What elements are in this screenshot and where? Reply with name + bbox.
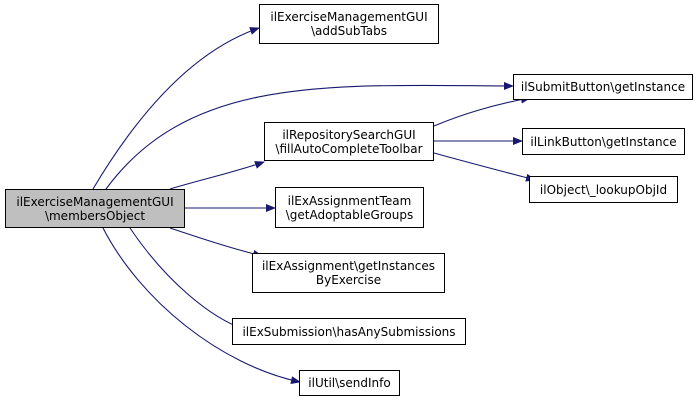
- node-add-sub-tabs-line2: \addSubTabs: [310, 24, 388, 38]
- edge-members-to-sendInfo: [102, 227, 301, 385]
- node-has-any-submissions[interactable]: ilExSubmission\hasAnySubmissions: [232, 318, 466, 345]
- node-add-sub-tabs-line1: ilExerciseManagementGUI: [270, 10, 428, 24]
- edge-members-to-getInstances: [169, 227, 263, 258]
- node-link-button-get-instance[interactable]: ilLinkButton\getInstance: [522, 128, 685, 155]
- node-send-info-line1: ilUtil\sendInfo: [308, 376, 391, 390]
- edge-members-to-submitButton: [105, 81, 514, 190]
- node-members-object-line1: ilExerciseManagementGUI: [16, 194, 174, 209]
- edge-repoSearch-to-submitButton: [433, 95, 531, 127]
- node-has-any-submissions-line1: ilExSubmission\hasAnySubmissions: [242, 324, 456, 339]
- edge-repoSearch-to-lookupObjId: [433, 152, 536, 182]
- edge-members-to-addSubTabs: [92, 27, 260, 190]
- node-get-instances-by-exercise-line1: ilExAssignment\getInstances: [261, 259, 436, 273]
- node-fill-auto-complete-toolbar-line2: \fillAutoCompleteToolbar: [275, 141, 423, 156]
- node-lookup-obj-id[interactable]: ilObject\_lookupObjId: [529, 176, 678, 203]
- node-get-instances-by-exercise[interactable]: ilExAssignment\getInstances ByExercise: [252, 253, 445, 293]
- node-link-button-get-instance-line1: ilLinkButton\getInstance: [530, 134, 677, 149]
- node-lookup-obj-id-line1: ilObject\_lookupObjId: [539, 182, 668, 197]
- node-fill-auto-complete-toolbar[interactable]: ilRepositorySearchGUI \fillAutoCompleteT…: [264, 122, 434, 161]
- node-submit-button-get-instance-line1: ilSubmitButton\getInstance: [520, 80, 686, 94]
- node-get-adoptable-groups-line2: \getAdoptableGroups: [285, 207, 414, 222]
- edge-members-to-repoSearch: [169, 161, 265, 190]
- node-fill-auto-complete-toolbar-line1: ilRepositorySearchGUI: [282, 127, 416, 142]
- node-get-adoptable-groups[interactable]: ilExAssignmentTeam \getAdoptableGroups: [275, 187, 424, 228]
- node-add-sub-tabs[interactable]: ilExerciseManagementGUI \addSubTabs: [259, 4, 439, 44]
- node-submit-button-get-instance[interactable]: ilSubmitButton\getInstance: [513, 74, 693, 100]
- edge-members-to-hasAnySub: [129, 227, 247, 331]
- node-get-adoptable-groups-line1: ilExAssignmentTeam: [287, 193, 412, 208]
- node-send-info[interactable]: ilUtil\sendInfo: [299, 370, 400, 396]
- node-members-object: ilExerciseManagementGUI \membersObject: [5, 189, 185, 228]
- node-get-instances-by-exercise-line2: ByExercise: [315, 273, 382, 287]
- node-members-object-line2: \membersObject: [44, 208, 146, 223]
